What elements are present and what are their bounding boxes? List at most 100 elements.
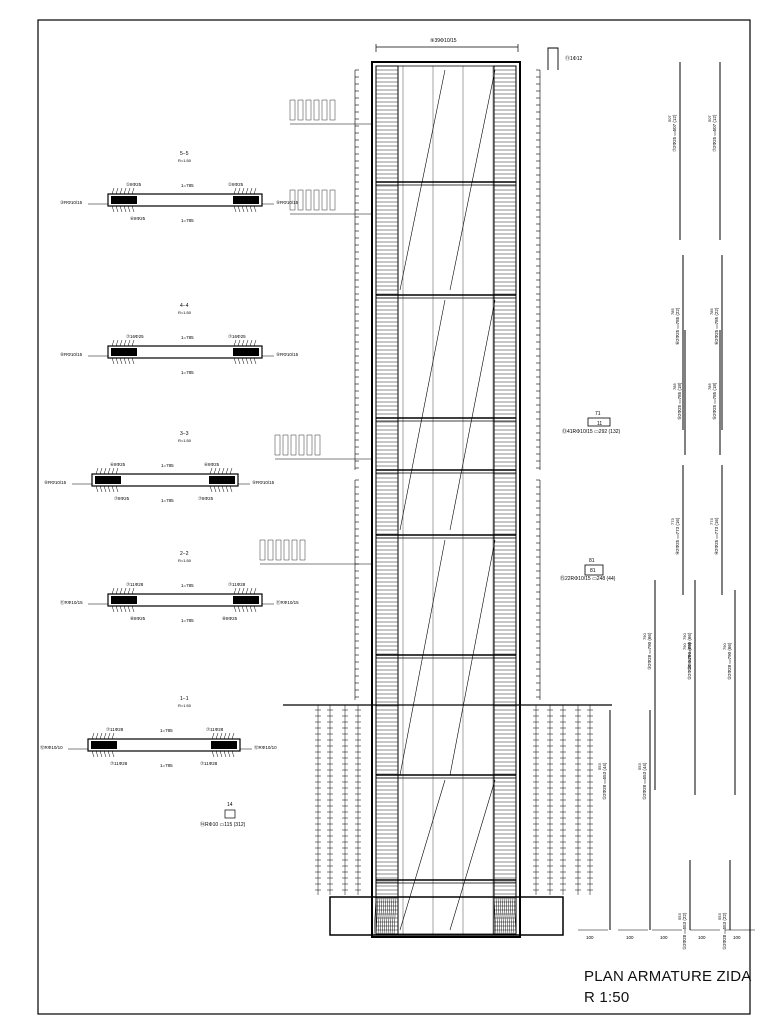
section-hatch xyxy=(245,339,249,347)
section-hatch xyxy=(107,467,111,475)
diagonal-bar xyxy=(399,539,446,776)
section-hatch xyxy=(123,187,127,195)
section-hatch xyxy=(99,750,103,758)
section-hatch xyxy=(123,587,127,595)
section-hatch xyxy=(107,485,111,493)
section-callout: ⑦16Φ25 xyxy=(126,334,144,339)
section-label: 1−1 xyxy=(180,696,189,702)
schedule-length: 553 xyxy=(637,763,642,770)
schedule-length: 790 xyxy=(682,633,687,640)
stirrup-note-mark: 14 xyxy=(227,802,233,808)
section-hatch xyxy=(131,357,135,365)
section-callout: ⑨RΦ10/15 xyxy=(60,352,83,357)
section-callout: ⑦11Φ28 xyxy=(106,727,124,732)
top-bar-callout: ⑨39Φ10/15 xyxy=(430,38,457,44)
anchor-bar xyxy=(393,896,397,936)
section-dim-bottom: 1=785 xyxy=(160,763,173,768)
section-hatch xyxy=(217,467,221,475)
section-hatch xyxy=(103,732,107,740)
anchor-bar xyxy=(493,896,497,936)
section-hatch xyxy=(91,732,95,740)
section-hatch xyxy=(95,732,99,740)
section-hatch xyxy=(119,187,123,195)
section-hatch xyxy=(131,587,135,595)
section-callout: ③RΦ10/15 xyxy=(60,200,83,205)
section-callout: ⑪RΦ10/15 xyxy=(60,599,83,606)
section-hatch xyxy=(215,750,219,758)
section-hatch xyxy=(245,187,249,195)
schedule-label: ②2Φ28 ▭790 (66) xyxy=(687,642,692,680)
section-hatch xyxy=(221,485,225,493)
anchor-bar xyxy=(389,896,393,936)
section-callout: ⑦8Φ25 xyxy=(198,496,214,501)
schedule-length: 785 xyxy=(670,308,675,315)
section-hatch xyxy=(249,187,253,195)
anchor-bar xyxy=(381,896,385,936)
section-hatch xyxy=(233,357,237,365)
bottom-dim-value: 100 xyxy=(626,935,634,940)
section-hatch xyxy=(241,357,245,365)
section-end-right xyxy=(233,196,259,204)
section-end-right xyxy=(233,596,259,604)
section-hatch xyxy=(225,485,229,493)
schedule-label: ⑦2Φ25 ▭507 (12) xyxy=(712,114,717,152)
callout-block xyxy=(267,539,274,561)
section-scale: R=1:50 xyxy=(178,158,192,163)
section-hatch xyxy=(103,485,107,493)
section-hatch xyxy=(245,605,249,613)
section-hatch xyxy=(249,205,253,213)
section-hatch xyxy=(223,750,227,758)
section-hatch xyxy=(119,339,123,347)
section-hatch xyxy=(95,485,99,493)
callout-block xyxy=(297,189,304,211)
stirrup-detail-2-text: ⑮22RΦ10/15 ▭248 (44) xyxy=(560,575,616,582)
section-hatch xyxy=(217,485,221,493)
section-hatch xyxy=(241,339,245,347)
section-hatch xyxy=(111,205,115,213)
schedule-label: ①2Φ28 ▭553 (44) xyxy=(602,762,607,800)
hook-callout: ⑪1Φ12 xyxy=(565,55,583,62)
callout-block xyxy=(306,434,313,456)
section-label: 5−5 xyxy=(180,151,189,157)
section-hatch xyxy=(249,357,253,365)
section-hatch xyxy=(237,605,241,613)
section-end-left xyxy=(95,476,121,484)
anchor-bar xyxy=(507,896,511,936)
section-callout: ⑨RΦ10/15 xyxy=(44,480,67,485)
schedule-label: ①2Φ28 ▭553 (22) xyxy=(722,912,727,950)
section-callout: ⑦11Φ28 xyxy=(126,582,144,587)
section-hatch xyxy=(245,205,249,213)
schedule-length: 790 xyxy=(682,643,687,650)
section-hatch xyxy=(119,205,123,213)
section-callout: ⑥8Φ25 xyxy=(110,462,126,467)
section-hatch xyxy=(237,587,241,595)
section-hatch xyxy=(111,587,115,595)
schedule-length: 507 xyxy=(707,115,712,122)
anchor-bar xyxy=(497,896,501,936)
section-hatch xyxy=(99,485,103,493)
section-dim-top: 1=785 xyxy=(181,583,194,588)
section-hatch xyxy=(209,485,213,493)
section-hatch xyxy=(213,467,217,475)
section-hatch xyxy=(253,587,257,595)
section-hatch xyxy=(229,485,233,493)
section-hatch xyxy=(131,205,135,213)
section-hatch xyxy=(111,732,115,740)
section-hatch xyxy=(237,357,241,365)
section-hatch xyxy=(107,750,111,758)
diagonal-bar xyxy=(449,299,496,531)
section-hatch xyxy=(99,732,103,740)
section-hatch xyxy=(233,339,237,347)
section-hatch xyxy=(227,732,231,740)
schedule-label: ⑤2Φ25 ▭785 (18) xyxy=(677,382,682,420)
section-hatch xyxy=(233,205,237,213)
anchor-bar xyxy=(503,896,507,936)
section-dim-bottom: 1=785 xyxy=(181,618,194,623)
schedule-label: ①2Φ28 ▭553 (22) xyxy=(682,912,687,950)
section-hatch xyxy=(103,467,107,475)
schedule-label: ⑥2Φ25 ▭785 (22) xyxy=(714,307,719,345)
section-hatch xyxy=(223,732,227,740)
section-dim-bottom: 1=785 xyxy=(161,498,174,503)
